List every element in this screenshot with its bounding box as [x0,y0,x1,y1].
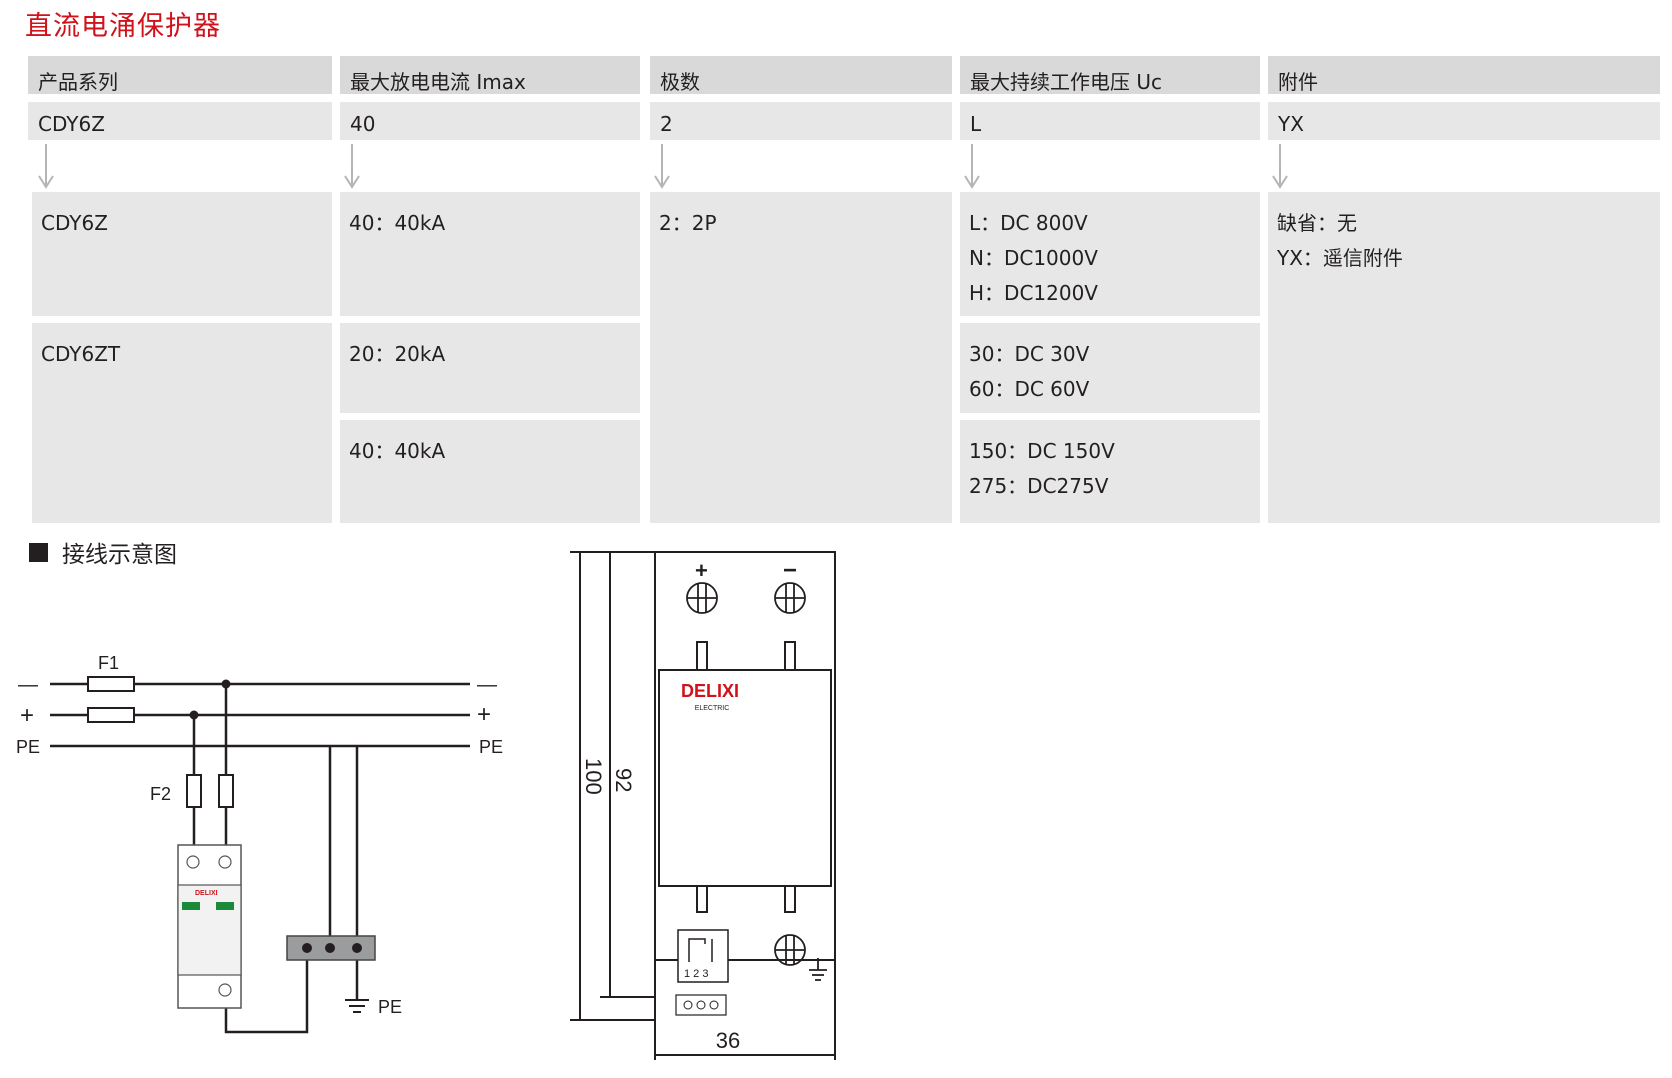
option-text: CDY6Z [41,211,108,235]
arrow-down-icon [654,144,670,189]
fuse1-label: F1 [98,653,119,673]
brand-subtitle: ELECTRIC [695,705,730,712]
code-poles: 2 [650,102,952,140]
arrow-down-icon [38,144,54,189]
spd-device-icon: DELIXI [177,844,242,1009]
option-text: 40：40kA [349,439,446,463]
option-text: CDY6ZT [41,342,121,366]
option-poles: 2：2P [650,192,952,523]
ground-pe-label: PE [378,997,402,1017]
brand-logo: DELIXI [681,681,739,701]
code-value: 40 [350,112,376,136]
header-series: 产品系列 [28,56,332,94]
option-text: H：DC1200V [969,281,1098,305]
spd-brand-mini: DELIXI [195,890,218,897]
page-title: 直流电涌保护器 [25,11,221,42]
option-text: 2：2P [659,211,717,235]
code-series: CDY6Z [28,102,332,140]
arrow-down-icon [344,144,360,189]
ground-icon [345,999,369,1013]
line-minus-label-right: — [477,674,497,696]
option-text: N：DC1000V [969,246,1098,270]
line-plus-label: + [20,702,34,729]
wiring-diagram: F1 F2 — + PE — + PE DELIXI PE [16,653,503,1034]
code-imax: 40 [340,102,640,140]
line-pe-label: PE [16,737,40,757]
fuse2-label: F2 [150,784,171,804]
width-label: 36 [716,1028,740,1053]
header-uc: 最大持续工作电压 Uc [960,56,1260,94]
code-value: 2 [660,112,673,136]
option-text: 60：DC 60V [969,377,1090,401]
option-uc-1: L：DC 800V N：DC1000V H：DC1200V [960,192,1260,316]
arrow-down-icon [964,144,980,189]
option-series-1: CDY6Z [32,192,332,316]
code-accessory: YX [1268,102,1660,140]
header-label: 附件 [1278,70,1318,94]
option-text: 40：40kA [349,211,446,235]
option-uc-3: 150：DC 150V 275：DC275V [960,420,1260,523]
option-imax-1: 40：40kA [340,192,640,316]
header-poles: 极数 [650,56,952,94]
header-label: 最大持续工作电压 Uc [970,70,1162,94]
remote-pins-label: 1 2 3 [684,968,708,980]
screw-terminal-icon [686,582,806,966]
option-uc-2: 30：DC 30V 60：DC 60V [960,323,1260,413]
code-value: L [970,112,982,136]
option-text: YX：遥信附件 [1277,246,1403,270]
option-text: 30：DC 30V [969,342,1090,366]
line-plus-label-right: + [477,701,491,728]
option-accessory: 缺省：无 YX：遥信附件 [1268,192,1660,523]
dimension-drawing: 1 2 3 + − DELIXI ELECTRIC 100 92 36 [570,551,836,1060]
code-value: CDY6Z [38,112,105,136]
code-uc: L [960,102,1260,140]
option-imax-2: 20：20kA [340,323,640,413]
option-series-2: CDY6ZT [32,323,332,523]
terminal-minus-label: − [783,557,797,584]
line-minus-label: — [18,674,38,696]
earth-icon [809,958,827,981]
header-imax: 最大放电电流 Imax [340,56,640,94]
bullet-square-icon [29,543,48,562]
terminal-plus-label: + [695,558,708,583]
header-label: 最大放电电流 Imax [350,70,526,94]
header-accessory: 附件 [1268,56,1660,94]
bottom-connector [675,994,727,1016]
option-text: 150：DC 150V [969,439,1115,463]
height-inner-label: 92 [611,768,636,792]
option-imax-3: 40：40kA [340,420,640,523]
code-value: YX [1278,112,1304,136]
arrow-down-icon [1272,144,1288,189]
height-outer-label: 100 [581,758,606,795]
option-text: 275：DC275V [969,474,1109,498]
wiring-title: 接线示意图 [62,542,177,568]
option-text: 缺省：无 [1277,211,1357,235]
header-label: 产品系列 [38,70,118,94]
option-text: L：DC 800V [969,211,1088,235]
header-label: 极数 [660,70,700,94]
line-pe-label-right: PE [479,737,503,757]
option-text: 20：20kA [349,342,446,366]
